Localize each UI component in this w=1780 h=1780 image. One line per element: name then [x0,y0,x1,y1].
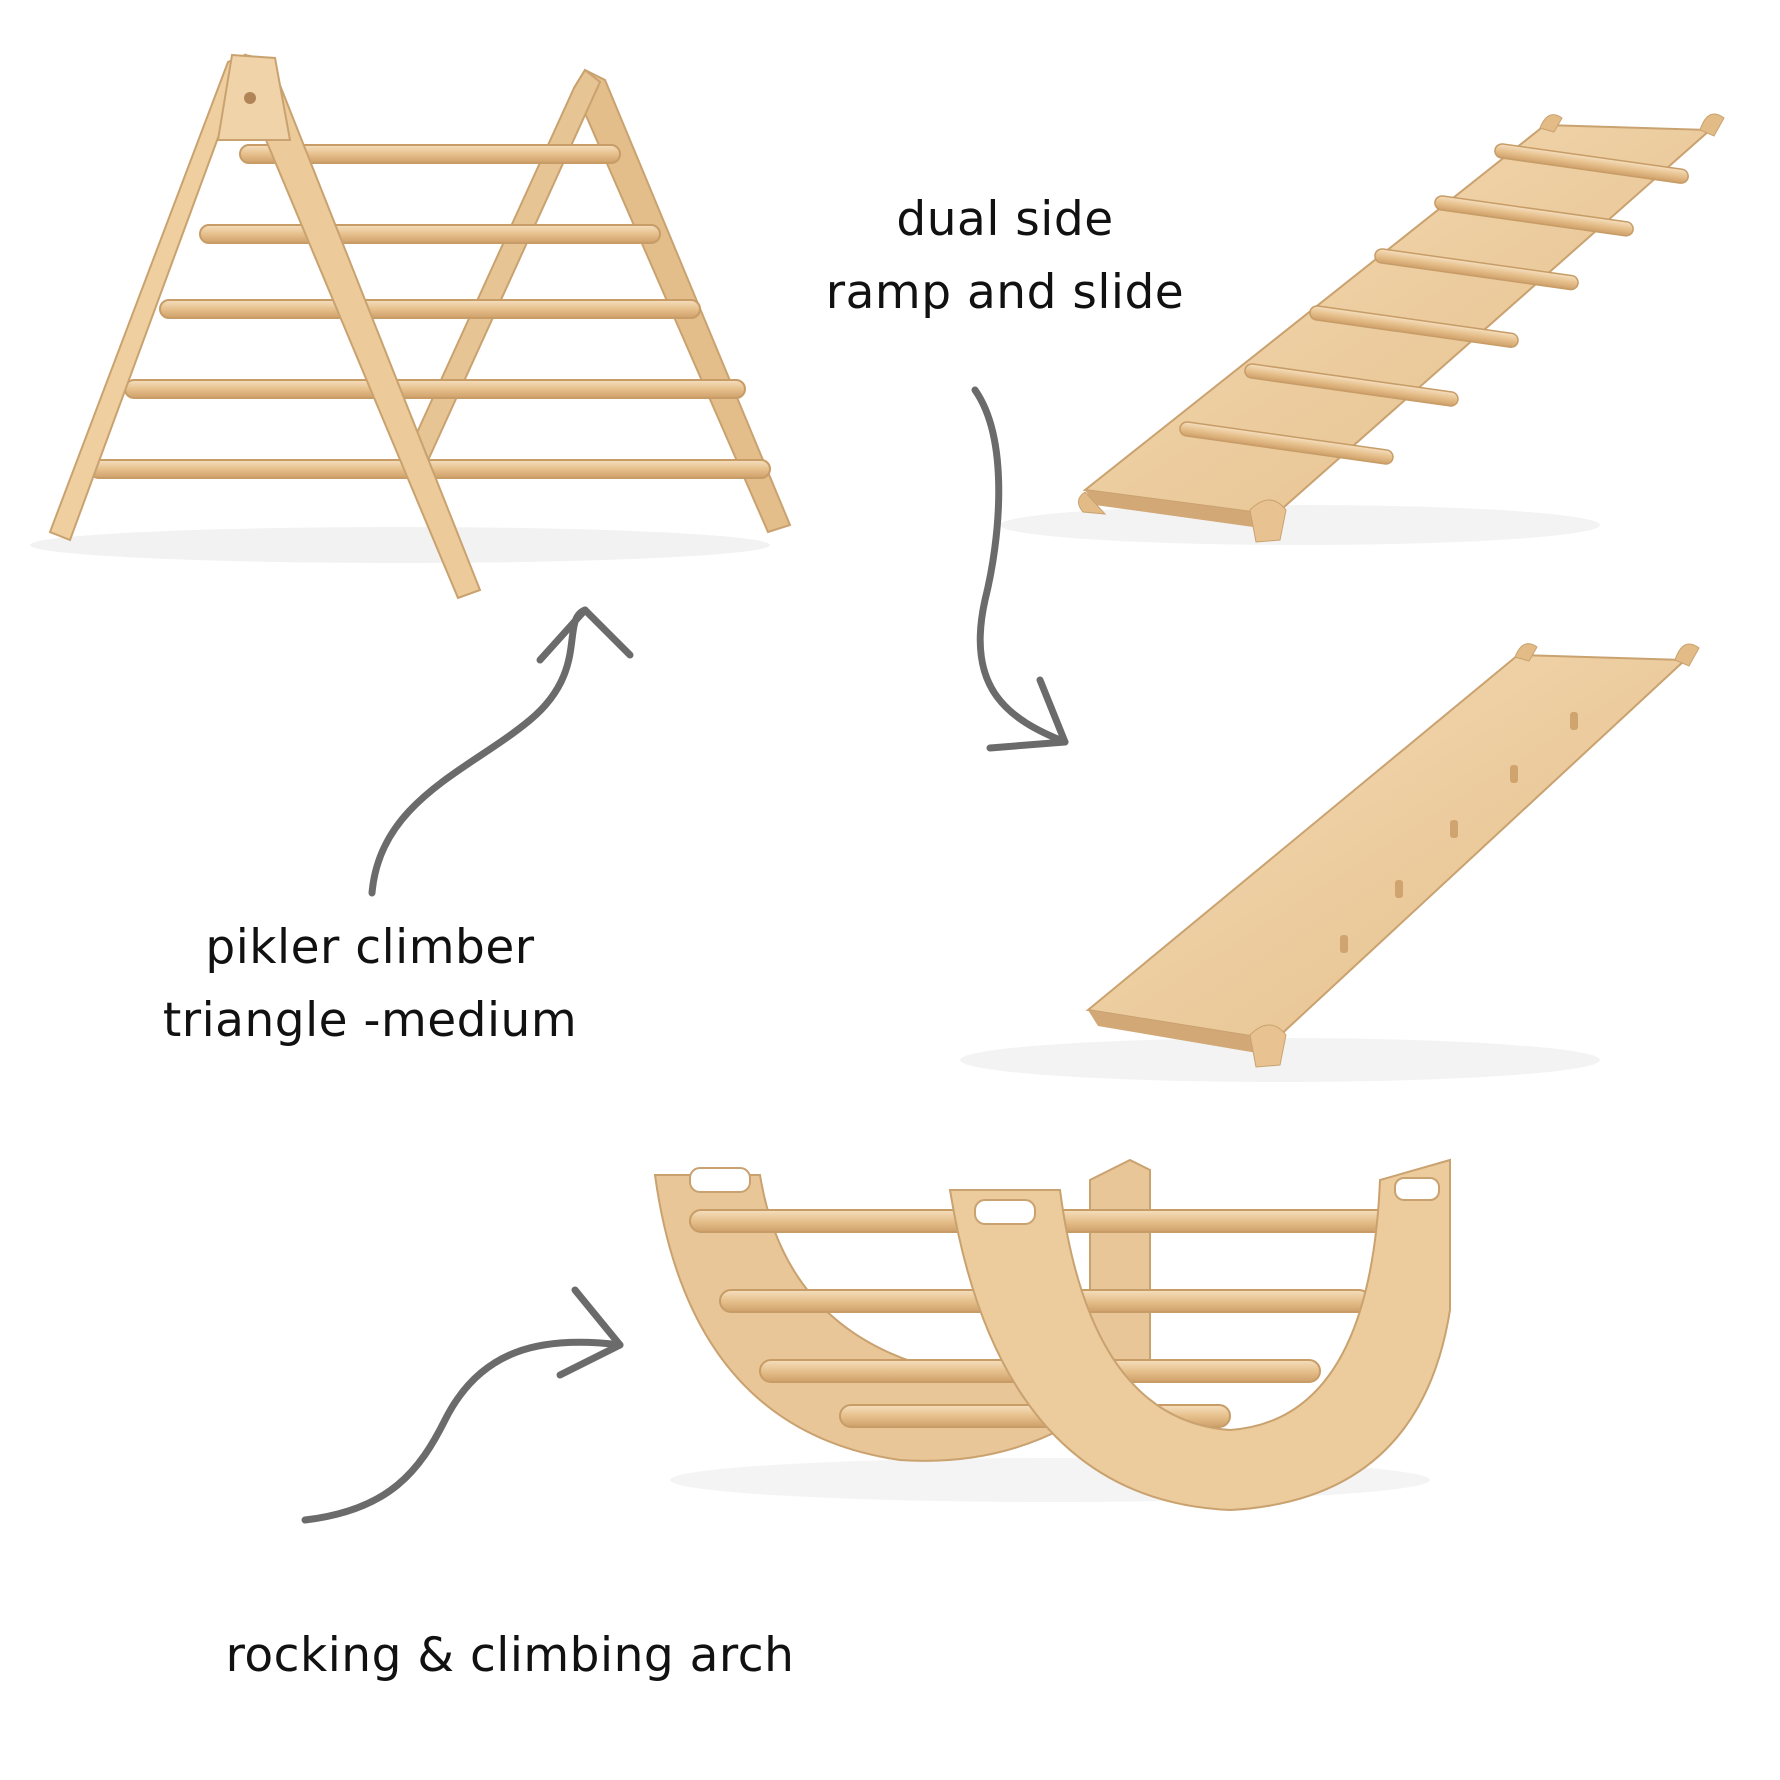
caption-ramp-and-slide: dual side ramp and slide [790,184,1220,330]
caption-rocking-arch: rocking & climbing arch [150,1620,870,1693]
caption-pikler-climber: pikler climber triangle -medium [120,912,620,1058]
curved-arrow-icon [368,606,634,897]
caption-line: ramp and slide [825,264,1185,320]
curved-arrow-icon [301,1286,624,1524]
caption-line: dual side [896,192,1114,247]
caption-line: triangle -medium [162,992,578,1048]
ramp-slide-illustration [960,643,1700,1082]
caption-line: rocking & climbing arch [225,1628,795,1683]
rocking-arch-illustration [653,1158,1451,1512]
caption-line: pikler climber [205,920,535,975]
ramp-with-rungs-illustration [1000,113,1725,545]
curved-arrow-icon [971,386,1069,752]
pikler-triangle-illustration [30,53,792,600]
